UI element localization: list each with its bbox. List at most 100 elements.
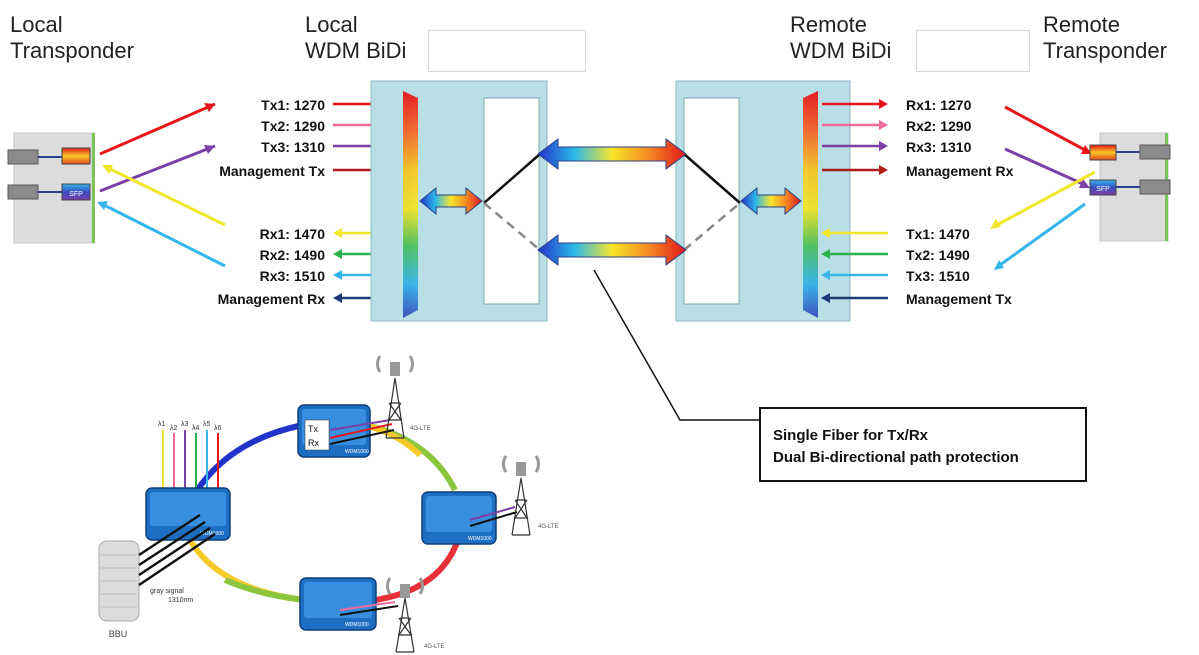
- remote-transponder-arrows: [990, 105, 1096, 270]
- local-transponder-arrows: [97, 102, 226, 268]
- tx-label: Tx: [308, 424, 318, 434]
- ring-node-bottom-label: WDM1000: [345, 622, 369, 628]
- ring-node-right-label: WDM1000: [468, 536, 492, 542]
- gray-signal-line-1: [138, 513, 201, 557]
- remote-tx1-arrow: [996, 170, 1096, 227]
- lambda-label-1: λ1: [158, 421, 166, 428]
- remote-tx3-arrow: [999, 202, 1086, 267]
- tower-right-antenna: [516, 462, 526, 476]
- remote-rx3-arrow: [1004, 147, 1084, 186]
- ring-arc-2: [365, 422, 458, 492]
- local-mgmt-tx-label: Management Tx: [219, 163, 325, 179]
- local-tx3-arrow: [99, 144, 216, 193]
- remote-rx3-label: Rx3: 1310: [906, 139, 972, 155]
- remote-wdm-title-line1: Remote: [790, 12, 868, 37]
- remote-ch-tx1-head: [821, 228, 830, 238]
- local-rx3-arrow: [99, 201, 226, 268]
- ring-arc-4b: [223, 577, 306, 603]
- lambda-label-3: λ3: [181, 421, 189, 428]
- remote-ch-rx1-head: [879, 99, 888, 109]
- tower-top-label: 4G-LTE: [410, 426, 431, 432]
- local-ch-rx2-head: [333, 249, 342, 259]
- local-rx3-arrowhead: [97, 201, 108, 210]
- ring-node-right-face: [426, 496, 492, 532]
- local-labels: Tx1: 1270 Tx2: 1290 Tx3: 1310 Management…: [218, 97, 326, 307]
- local-sfp-label: SFP: [69, 191, 83, 198]
- remote-wdm-name-field[interactable]: [916, 30, 1030, 72]
- callout-line-2: Dual Bi-directional path protection: [773, 449, 1019, 466]
- local-ch-rx1-head: [333, 228, 342, 238]
- remote-wdm-title: Remote WDM BiDi: [790, 12, 891, 64]
- ring-node-bottom: WDM1000: [299, 577, 399, 631]
- ring-node-right: WDM1000: [421, 491, 518, 545]
- tower-right-waves: [501, 455, 541, 473]
- local-wdm-name-field[interactable]: [428, 30, 586, 72]
- remote-protect-fiber: [683, 202, 741, 251]
- tower-top: 4G-LTE: [375, 355, 431, 439]
- remote-rx3-arrowhead: [1079, 179, 1090, 188]
- remote-transponder-title-line1: Remote: [1043, 12, 1121, 37]
- local-transponder-title-line1: Local: [10, 12, 63, 37]
- rx-label: Rx: [308, 438, 319, 448]
- gray-signal-line-3: [138, 526, 211, 577]
- remote-labels: Rx1: 1270 Rx2: 1290 Rx3: 1310 Management…: [906, 97, 1014, 307]
- lambda-label-4: λ4: [192, 425, 200, 432]
- lambda-label-6: λ6: [214, 425, 222, 432]
- protect-path-arrow: [537, 234, 687, 266]
- local-rx3-label: Rx3: 1510: [260, 268, 326, 284]
- tower-top-mast: [385, 377, 405, 439]
- remote-rx2-label: Rx2: 1290: [906, 118, 972, 134]
- local-ch-mgmt-rx-head: [333, 293, 342, 303]
- local-port-2: [7, 184, 39, 200]
- remote-ch-mgmt-rx-head: [879, 165, 888, 175]
- lambda-lines: [162, 430, 219, 492]
- gray-signal-line-4: [138, 532, 216, 587]
- local-wdm-title-line1: Local: [305, 12, 358, 37]
- local-transponder: SFP: [7, 132, 95, 244]
- local-transponder-title: Local Transponder: [10, 12, 134, 64]
- tower-right-mast: [511, 477, 531, 536]
- ring-node-right-fiber-2: [469, 511, 518, 527]
- local-protect-fiber: [483, 202, 541, 251]
- bbu: BBU: [98, 540, 140, 639]
- local-rx2-label: Rx2: 1490: [260, 247, 326, 263]
- tower-bottom: 4G-LTE: [385, 577, 445, 653]
- ring-node-left-face: [150, 492, 226, 526]
- ring-node-bottom-face: [304, 582, 372, 618]
- remote-tx3-arrowhead: [994, 260, 1004, 270]
- local-wdm-title: Local WDM BiDi: [305, 12, 406, 64]
- remote-wdm-title-line2: WDM BiDi: [790, 38, 892, 63]
- local-port-1: [7, 149, 39, 165]
- ring-node-top-label: WDM1000: [345, 449, 369, 455]
- remote-wdm-prism: [803, 91, 818, 318]
- local-rx1-arrow: [103, 164, 226, 227]
- ring-node-left-label: WDM1000: [200, 531, 224, 537]
- ring-topology: λ1 λ2 λ3 λ4 λ5 λ6 WDM1000 BBU: [98, 355, 559, 653]
- local-transponder-title-line2: Transponder: [10, 38, 134, 63]
- remote-transponder: SFP: [1089, 132, 1171, 242]
- lambda-label-5: λ5: [203, 421, 211, 428]
- remote-bidi-arrow: [740, 186, 802, 216]
- gray-signal-label-1: gray signal: [150, 588, 184, 595]
- remote-port-1: [1139, 144, 1171, 160]
- tower-top-antenna: [390, 362, 400, 376]
- local-rx1-arrowhead: [102, 165, 113, 174]
- remote-rx1-arrow: [1004, 105, 1086, 152]
- local-sfp-2: [61, 183, 91, 201]
- local-wdm-prism: [403, 91, 418, 318]
- ring-node-top-fiber-2: [329, 423, 393, 439]
- local-sfp-1: [61, 147, 91, 165]
- remote-ch-rx3-head: [879, 141, 888, 151]
- remote-ch-tx2-head: [821, 249, 830, 259]
- remote-ch-tx3-head: [821, 270, 830, 280]
- gray-signal-lines: [138, 513, 216, 587]
- remote-rx1-label: Rx1: 1270: [906, 97, 972, 113]
- tower-bottom-mast: [395, 597, 415, 653]
- remote-port-2: [1139, 179, 1171, 195]
- remote-ch-mgmt-tx-head: [821, 293, 830, 303]
- remote-transponder-title: Remote Transponder: [1043, 12, 1167, 64]
- remote-sfp-label: SFP: [1096, 186, 1110, 193]
- fiber-callout: Single Fiber for Tx/Rx Dual Bi-direction…: [593, 269, 1087, 482]
- remote-mgmt-rx-label: Management Rx: [906, 163, 1014, 179]
- lambda-labels: λ1 λ2 λ3 λ4 λ5 λ6: [158, 421, 222, 432]
